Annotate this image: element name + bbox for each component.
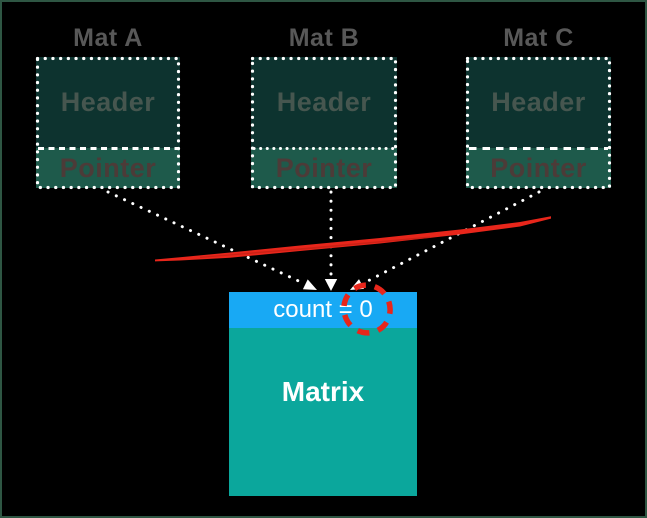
mat-b-structure: Mat B Header Pointer: [251, 25, 397, 188]
matrix-body-field: Matrix: [229, 328, 417, 496]
pointer-arrowhead-c: [350, 279, 364, 290]
mat-c-box: Header Pointer: [466, 57, 611, 188]
matrix-structure: count = 0 Matrix: [229, 292, 417, 496]
mat-c-structure: Mat C Header Pointer: [466, 25, 611, 188]
mat-b-box: Header Pointer: [251, 57, 397, 188]
matrix-count-field: count = 0: [229, 292, 417, 328]
red-strike-line-texture: [200, 236, 430, 258]
mat-a-pointer-field: Pointer: [36, 148, 180, 188]
mat-b-pointer-field: Pointer: [251, 148, 397, 188]
pointer-arrowhead-a: [302, 279, 317, 290]
pointer-arrows: [106, 190, 541, 291]
pointer-arrow-a: [106, 190, 307, 286]
mat-c-header-field: Header: [466, 57, 611, 148]
mat-a-box: Header Pointer: [36, 57, 180, 188]
mat-a-title: Mat A: [73, 24, 143, 52]
mat-c-pointer-field: Pointer: [466, 148, 611, 188]
mat-b-title: Mat B: [288, 24, 360, 52]
pointer-arrow-c: [361, 190, 541, 285]
mat-a-structure: Mat A Header Pointer: [36, 25, 180, 188]
mat-c-title: Mat C: [503, 24, 574, 52]
red-strike-line: [155, 216, 551, 262]
mat-b-header-field: Header: [251, 57, 397, 148]
mat-a-header-field: Header: [36, 57, 180, 148]
pointer-arrowhead-b: [324, 279, 338, 291]
